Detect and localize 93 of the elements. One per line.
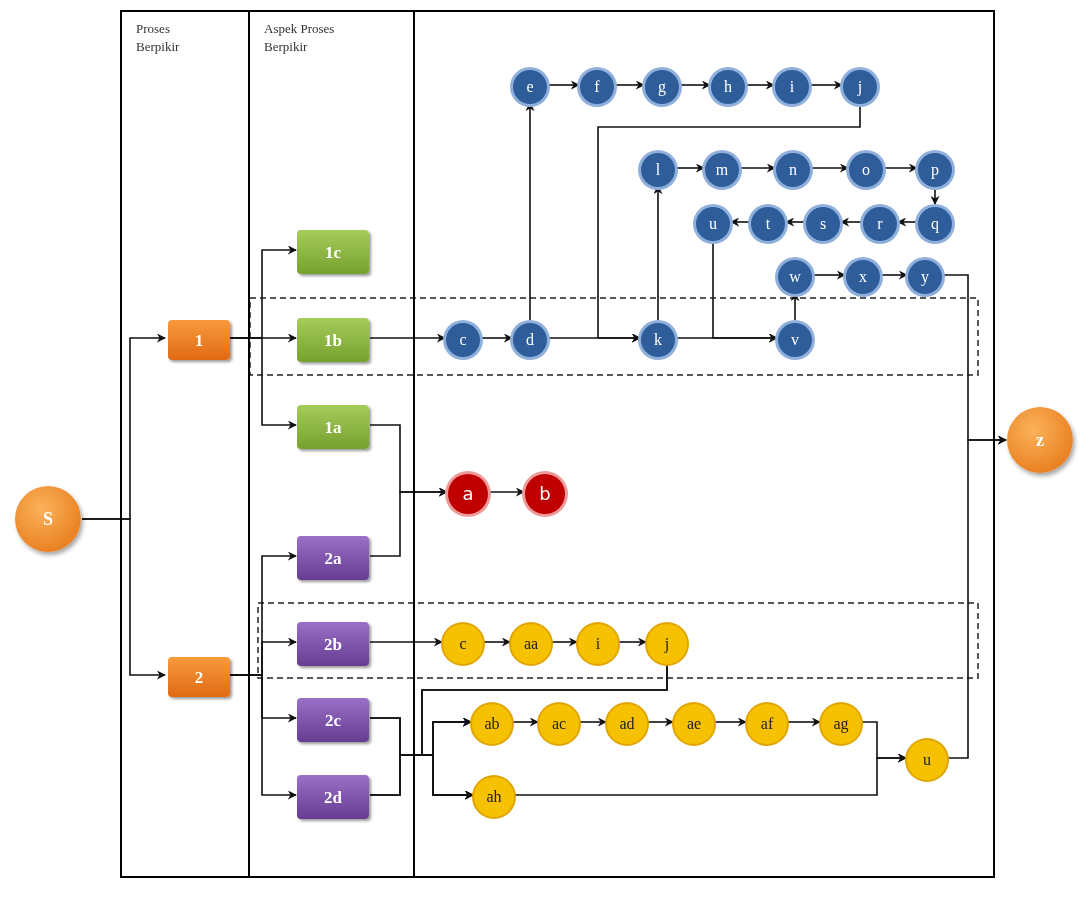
arrow [369,754,474,800]
process-box [297,622,369,666]
process-box [297,536,369,580]
arrow [547,333,641,343]
process-box [297,318,369,362]
arrow [81,518,166,680]
node-label: i [789,79,795,95]
arrow [369,637,443,647]
node-label: 1c [324,243,341,261]
arrow [618,637,647,647]
node-label: v [791,332,799,348]
node-label: x [859,269,867,285]
node-label: n [789,162,797,178]
node-label: 2c [324,711,341,729]
arrow [880,270,908,280]
process-box [168,320,230,360]
node-label: i [595,636,601,652]
arrow [228,337,297,430]
node-label: ae [686,716,702,732]
arrow [810,163,849,173]
arrow [488,487,525,497]
arrow [647,717,674,727]
column-header: Proses Berpikir [136,20,181,56]
arrow [480,333,513,343]
arrow [614,80,645,90]
process-box [297,775,369,819]
arrow [679,80,711,90]
arrow [369,487,448,557]
node-label: j [857,79,863,95]
process-box [297,230,369,274]
arrow [514,753,907,796]
arrow [579,717,607,727]
node-label: m [715,162,729,178]
table-column [120,10,250,878]
node-label: e [526,79,534,95]
process-box [297,405,369,449]
node-label: q [931,216,939,232]
node-label: a [462,485,474,503]
node-label: z [1036,431,1044,449]
node-label: p [931,162,939,178]
node-label: c [459,332,467,348]
node-label: h [724,79,732,95]
node-label: ag [833,716,849,732]
arrow [947,435,1007,759]
node-label: u [923,752,931,768]
node-label: r [877,216,883,232]
arrow [551,637,578,647]
node-label: ab [484,716,500,732]
node-label: ah [486,789,502,805]
column-header: Aspek Proses Berpikir [264,20,336,56]
node-label: 2a [324,549,342,567]
arrow [675,163,705,173]
node-label: s [819,216,827,232]
process-box [297,698,369,742]
arrow [547,80,580,90]
node-label: f [594,79,600,95]
arrow [483,637,511,647]
node-label: b [539,485,551,503]
node-label: c [459,636,467,652]
node-label: u [709,216,717,232]
node-label: g [658,79,666,95]
node-label: 2d [324,788,342,806]
node-label: af [760,716,774,732]
arrow [812,270,846,280]
arrow [883,163,918,173]
node-label: d [526,332,534,348]
arrow [809,80,843,90]
process-box [168,657,230,697]
node-label: 1b [324,331,342,349]
table-column [250,10,415,878]
node-label: l [655,162,661,178]
node-label: y [921,269,929,285]
node-label: ac [551,716,567,732]
table-column [415,10,995,878]
node-label: k [654,332,662,348]
node-label: 2 [194,668,204,686]
arrow [675,333,778,343]
arrow [714,717,747,727]
node-label: t [765,216,771,232]
node-label: 2b [324,635,342,653]
node-label: 1a [324,418,342,436]
node-label: o [862,162,870,178]
node-label: aa [523,636,539,652]
node-label: w [789,269,801,285]
node-label: S [43,510,53,528]
node-label: j [664,636,670,652]
node-label: 1 [194,331,204,349]
arrow [512,717,539,727]
node-label: ad [619,716,635,732]
arrow [369,333,446,343]
arrow [787,717,821,727]
arrow [745,80,775,90]
arrow [739,163,776,173]
